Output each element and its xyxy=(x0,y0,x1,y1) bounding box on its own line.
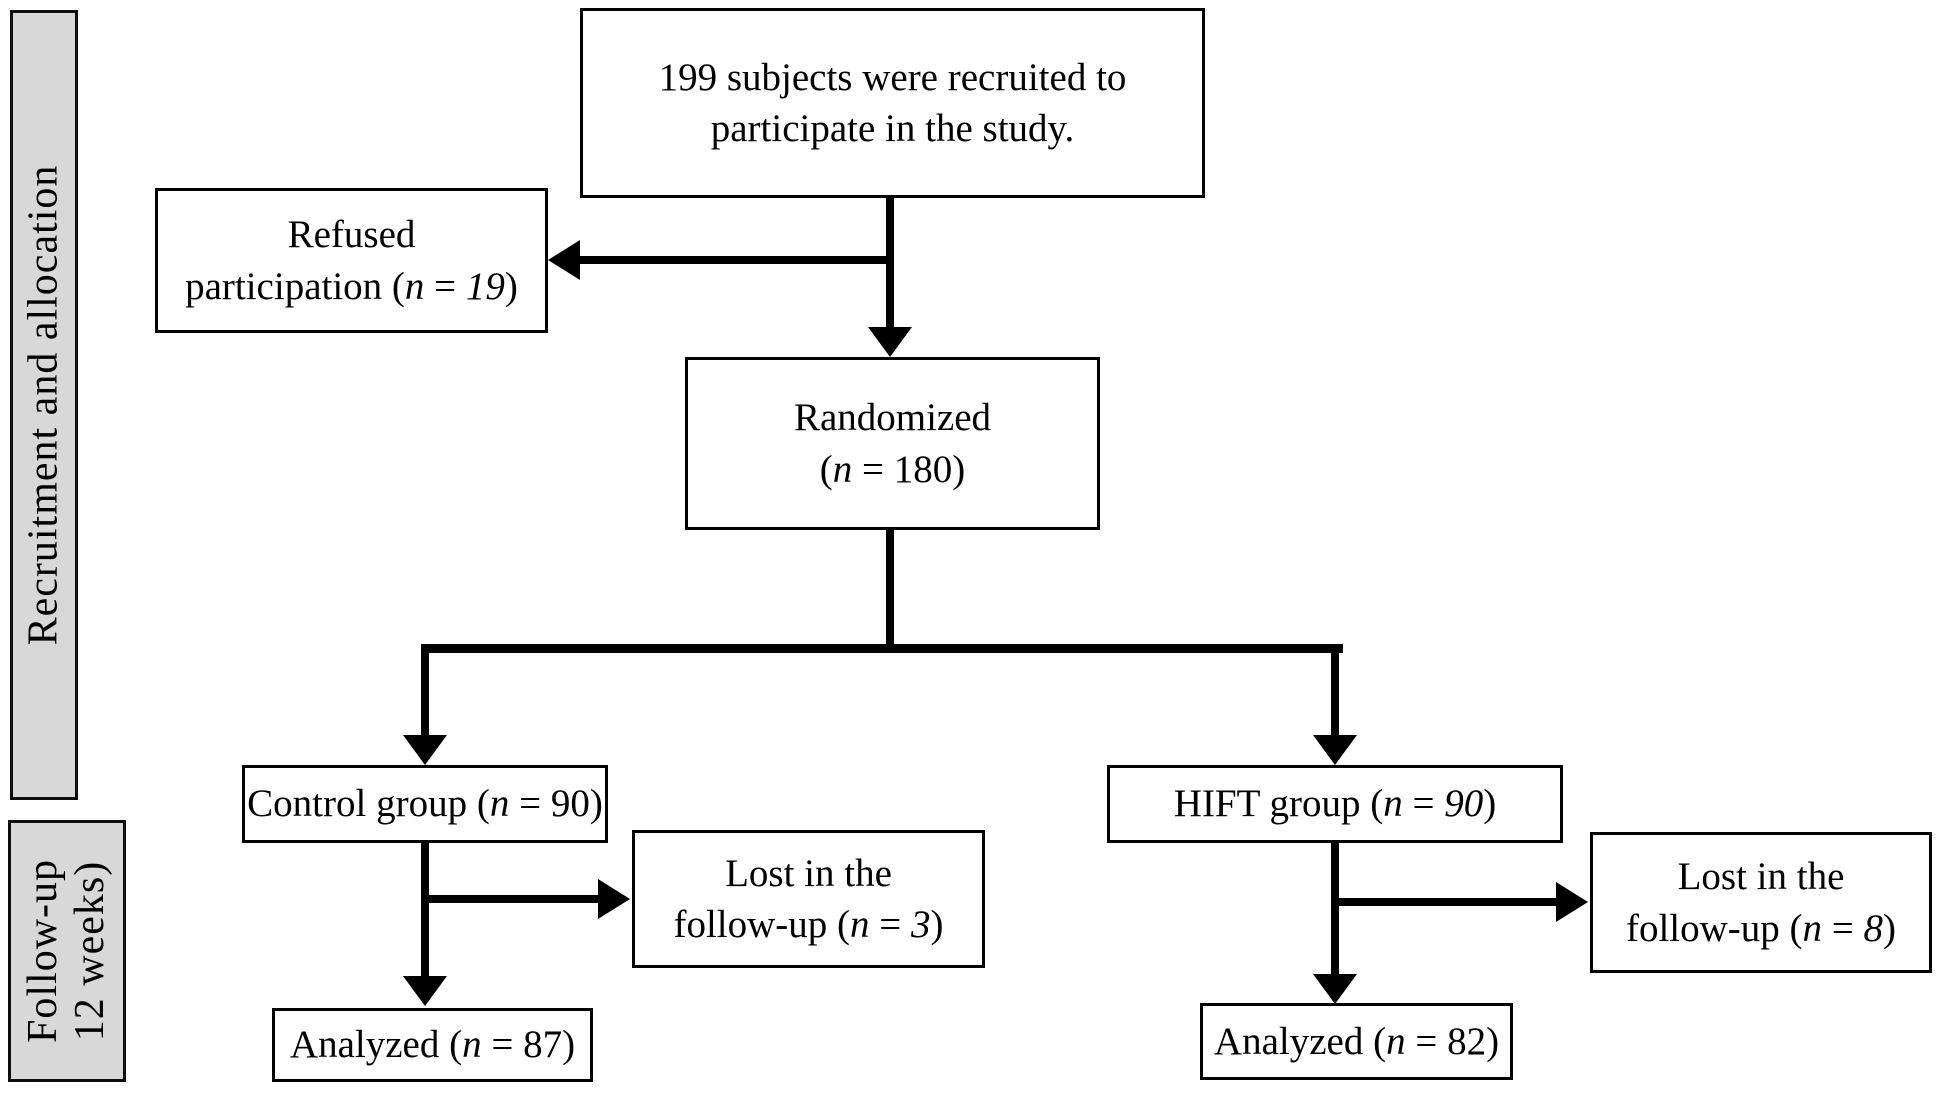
arrowhead-into-analyzed-control xyxy=(403,976,447,1006)
connector-split-horizontal xyxy=(421,644,1343,653)
box-hift-group: HIFT group (n = 90) xyxy=(1107,765,1563,843)
analyzed-hift-suffix: ) xyxy=(1486,1019,1500,1063)
stage-followup-label-line1: Follow-up xyxy=(19,858,66,1044)
lost-hift-equals: = xyxy=(1822,906,1864,950)
box-analyzed-hift: Analyzed (n = 82) xyxy=(1200,1003,1513,1080)
analyzed-control-n-symbol: n xyxy=(462,1023,482,1067)
arrowhead-into-control xyxy=(403,735,447,765)
box-analyzed-control-label: Analyzed (n = 87) xyxy=(290,1019,575,1070)
box-hift-group-label: HIFT group (n = 90) xyxy=(1174,778,1496,829)
box-refused-line1: Refused xyxy=(287,213,416,257)
box-control-group: Control group (n = 90) xyxy=(242,765,608,843)
control-equals: = xyxy=(509,782,551,826)
box-lost-hift-line2: follow-up (n = 8) xyxy=(1626,903,1896,954)
connector-split-to-hift xyxy=(1331,644,1339,737)
box-control-group-label: Control group (n = 90) xyxy=(247,778,603,829)
box-analyzed-hift-label: Analyzed (n = 82) xyxy=(1214,1016,1499,1067)
connector-control-lost xyxy=(425,895,600,903)
control-n-symbol: n xyxy=(489,782,510,826)
analyzed-control-equals: = xyxy=(481,1023,524,1067)
analyzed-hift-equals: = xyxy=(1405,1019,1448,1063)
arrowhead-into-randomized xyxy=(868,327,912,357)
analyzed-control-suffix: ) xyxy=(562,1023,576,1067)
lost-hift-count: 8 xyxy=(1863,906,1884,950)
hift-n-symbol: n xyxy=(1383,782,1403,826)
box-refused-participation: Refused participation (n = 19) xyxy=(155,188,548,333)
connector-control-analyzed xyxy=(421,841,429,978)
connector-hift-lost xyxy=(1335,898,1557,906)
box-lost-hift-line1: Lost in the xyxy=(1677,855,1845,899)
box-refused-line2: participation (n = 19) xyxy=(185,261,518,312)
hift-text: HIFT group ( xyxy=(1173,782,1384,826)
box-randomized-line2: (n = 180) xyxy=(820,444,966,495)
box-lost-control-line2: follow-up (n = 3) xyxy=(673,899,943,950)
box-lost-followup-control: Lost in the follow-up (n = 3) xyxy=(632,830,985,968)
stage-recruitment-allocation-label: Recruitment and allocation xyxy=(20,164,67,646)
randomized-prefix: ( xyxy=(819,447,833,491)
box-recruited-line1: 199 subjects were recruited to xyxy=(658,55,1127,99)
analyzed-hift-n-symbol: n xyxy=(1386,1019,1406,1063)
randomized-equals: = xyxy=(852,447,894,491)
arrowhead-into-lost-control xyxy=(598,879,630,919)
box-lost-control-line1: Lost in the xyxy=(725,851,892,895)
lost-hift-text: follow-up ( xyxy=(1625,906,1803,950)
lost-hift-suffix: ) xyxy=(1883,906,1897,950)
hift-count: 90 xyxy=(1444,782,1484,826)
randomized-n-symbol: n xyxy=(832,447,853,491)
randomized-suffix: ) xyxy=(952,447,966,491)
box-recruited: 199 subjects were recruited to participa… xyxy=(580,8,1205,198)
connector-split-to-control xyxy=(421,644,429,737)
connector-randomized-split xyxy=(886,528,894,649)
box-recruited-line2: participate in the study. xyxy=(710,107,1075,150)
stage-followup-label-line2: 12 weeks) xyxy=(67,860,113,1042)
arrowhead-into-analyzed-hift xyxy=(1313,974,1357,1004)
analyzed-hift-count: 82 xyxy=(1447,1019,1487,1063)
stage-followup-label: Follow-up 12 weeks) xyxy=(20,859,114,1043)
arrowhead-into-hift xyxy=(1313,735,1357,765)
analyzed-control-text: Analyzed ( xyxy=(289,1023,463,1067)
hift-suffix: ) xyxy=(1483,782,1497,826)
hift-equals: = xyxy=(1402,782,1445,826)
box-randomized: Randomized (n = 180) xyxy=(685,357,1100,530)
connector-hift-analyzed xyxy=(1331,841,1339,976)
randomized-count: 180 xyxy=(893,447,953,491)
refused-text: participation ( xyxy=(185,264,405,308)
control-count: 90 xyxy=(550,782,590,826)
lost-hift-n-symbol: n xyxy=(1802,906,1823,950)
analyzed-hift-text: Analyzed ( xyxy=(1213,1019,1387,1063)
arrowhead-into-lost-hift xyxy=(1556,882,1588,922)
lost-control-text: follow-up ( xyxy=(673,903,851,946)
refused-count: 19 xyxy=(465,264,505,308)
lost-control-count: 3 xyxy=(911,903,931,946)
connector-to-refused xyxy=(578,256,890,264)
box-randomized-line1: Randomized xyxy=(793,396,992,440)
box-lost-followup-hift: Lost in the follow-up (n = 8) xyxy=(1590,832,1932,973)
refused-suffix: ) xyxy=(504,264,518,308)
connector-recruited-randomized xyxy=(886,196,894,330)
control-suffix: ) xyxy=(589,782,603,826)
control-text: Control group ( xyxy=(247,782,490,826)
refused-equals: = xyxy=(424,264,466,308)
lost-control-equals: = xyxy=(869,903,912,946)
lost-control-suffix: ) xyxy=(930,903,944,946)
stage-recruitment-allocation: Recruitment and allocation xyxy=(10,10,78,800)
box-analyzed-control: Analyzed (n = 87) xyxy=(272,1008,593,1082)
stage-followup: Follow-up 12 weeks) xyxy=(8,820,126,1082)
arrowhead-into-refused xyxy=(548,240,580,280)
analyzed-control-count: 87 xyxy=(523,1023,563,1067)
lost-control-n-symbol: n xyxy=(850,903,870,946)
refused-n-symbol: n xyxy=(404,264,425,308)
